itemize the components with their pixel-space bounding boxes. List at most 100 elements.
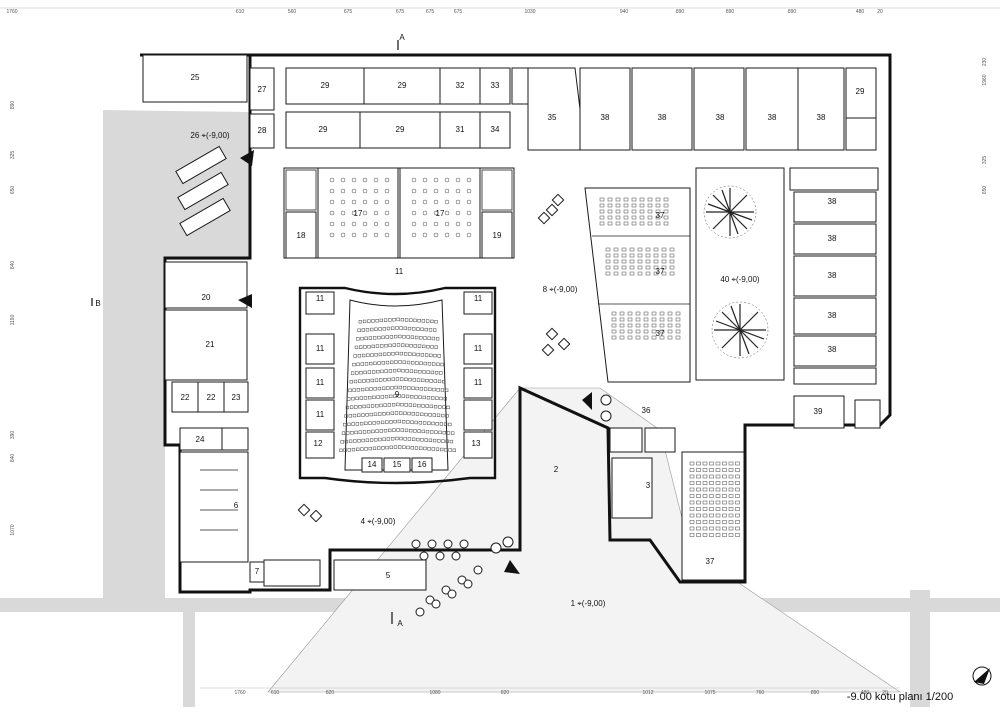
seat	[400, 402, 404, 407]
seat	[436, 413, 441, 417]
seat	[348, 414, 352, 418]
seat	[371, 370, 376, 374]
seat	[619, 317, 625, 322]
seat	[400, 428, 404, 432]
seat	[627, 323, 633, 328]
seat	[449, 439, 454, 444]
seat	[433, 188, 439, 194]
seat	[408, 377, 412, 382]
seat	[613, 253, 619, 258]
seat	[607, 209, 613, 214]
seat	[340, 177, 346, 183]
room-label-r14: 14	[368, 460, 377, 469]
seat	[615, 221, 621, 226]
seat	[675, 335, 681, 340]
seat	[356, 447, 360, 451]
seat	[412, 378, 416, 382]
seat	[728, 487, 734, 492]
seat	[689, 500, 695, 505]
cafe-table	[419, 551, 429, 561]
room-label-r38a: 38	[601, 113, 610, 122]
seat	[696, 461, 701, 466]
seat	[433, 379, 437, 383]
room-label-r8: 8 ⌖(-9,00)	[543, 285, 578, 294]
seat	[404, 377, 408, 382]
seat	[388, 343, 392, 348]
seat	[436, 362, 440, 366]
seat	[607, 197, 613, 202]
seat	[446, 405, 450, 410]
seat	[365, 328, 370, 332]
seat	[366, 379, 370, 383]
meeting-hall-seating	[599, 197, 740, 537]
seat	[341, 431, 346, 435]
seat	[735, 481, 740, 485]
seat	[344, 439, 349, 444]
seat	[384, 188, 390, 194]
seat	[428, 387, 432, 391]
seat	[735, 468, 740, 472]
seat	[419, 446, 423, 450]
seat	[605, 247, 611, 252]
seat	[645, 253, 651, 258]
seat	[735, 474, 740, 479]
seat	[715, 533, 721, 537]
seat	[357, 413, 361, 417]
seat	[422, 344, 426, 349]
seat	[359, 396, 363, 400]
seat	[383, 318, 388, 322]
seat	[728, 533, 734, 537]
room-label-r38f: 38	[828, 197, 837, 206]
seat	[382, 437, 386, 441]
seat	[412, 327, 416, 331]
seat	[629, 259, 635, 264]
seat	[378, 352, 383, 357]
seat	[647, 197, 653, 202]
seat	[359, 421, 364, 426]
seat	[455, 177, 461, 183]
seat	[702, 526, 708, 531]
seat	[416, 327, 420, 331]
seat	[384, 369, 388, 373]
room-label-r38b: 38	[658, 113, 667, 122]
seat	[440, 362, 444, 367]
dim-top: 675	[396, 9, 405, 15]
seat	[387, 403, 392, 407]
exhibit-panel	[309, 509, 323, 523]
seat	[400, 317, 405, 322]
dim-left: 1070	[10, 524, 16, 535]
seat	[360, 336, 364, 341]
seat	[420, 438, 424, 442]
seat	[392, 343, 396, 347]
seat	[422, 188, 428, 194]
seat	[378, 327, 382, 331]
seat	[702, 481, 708, 485]
seat	[343, 448, 347, 452]
seat	[735, 487, 740, 492]
seat	[661, 253, 667, 258]
seat	[599, 221, 605, 226]
dim-bottom: 1012	[642, 690, 653, 696]
seat	[415, 386, 419, 391]
seat	[362, 177, 368, 183]
seat	[667, 329, 673, 334]
seat	[631, 221, 637, 226]
seat	[409, 428, 413, 433]
seat	[409, 318, 413, 322]
seat	[735, 520, 740, 524]
seat	[605, 265, 611, 270]
seat	[425, 429, 430, 434]
seat	[395, 351, 399, 356]
seat	[611, 311, 617, 316]
hall-seating	[339, 317, 456, 453]
dim-top: 890	[788, 9, 797, 15]
seat	[661, 259, 667, 264]
seat	[381, 386, 386, 390]
seat	[702, 500, 708, 505]
dim-bottom: 1760	[234, 690, 245, 696]
seat	[605, 271, 611, 276]
seat	[395, 377, 400, 381]
seat	[347, 422, 351, 427]
seat	[433, 210, 439, 216]
